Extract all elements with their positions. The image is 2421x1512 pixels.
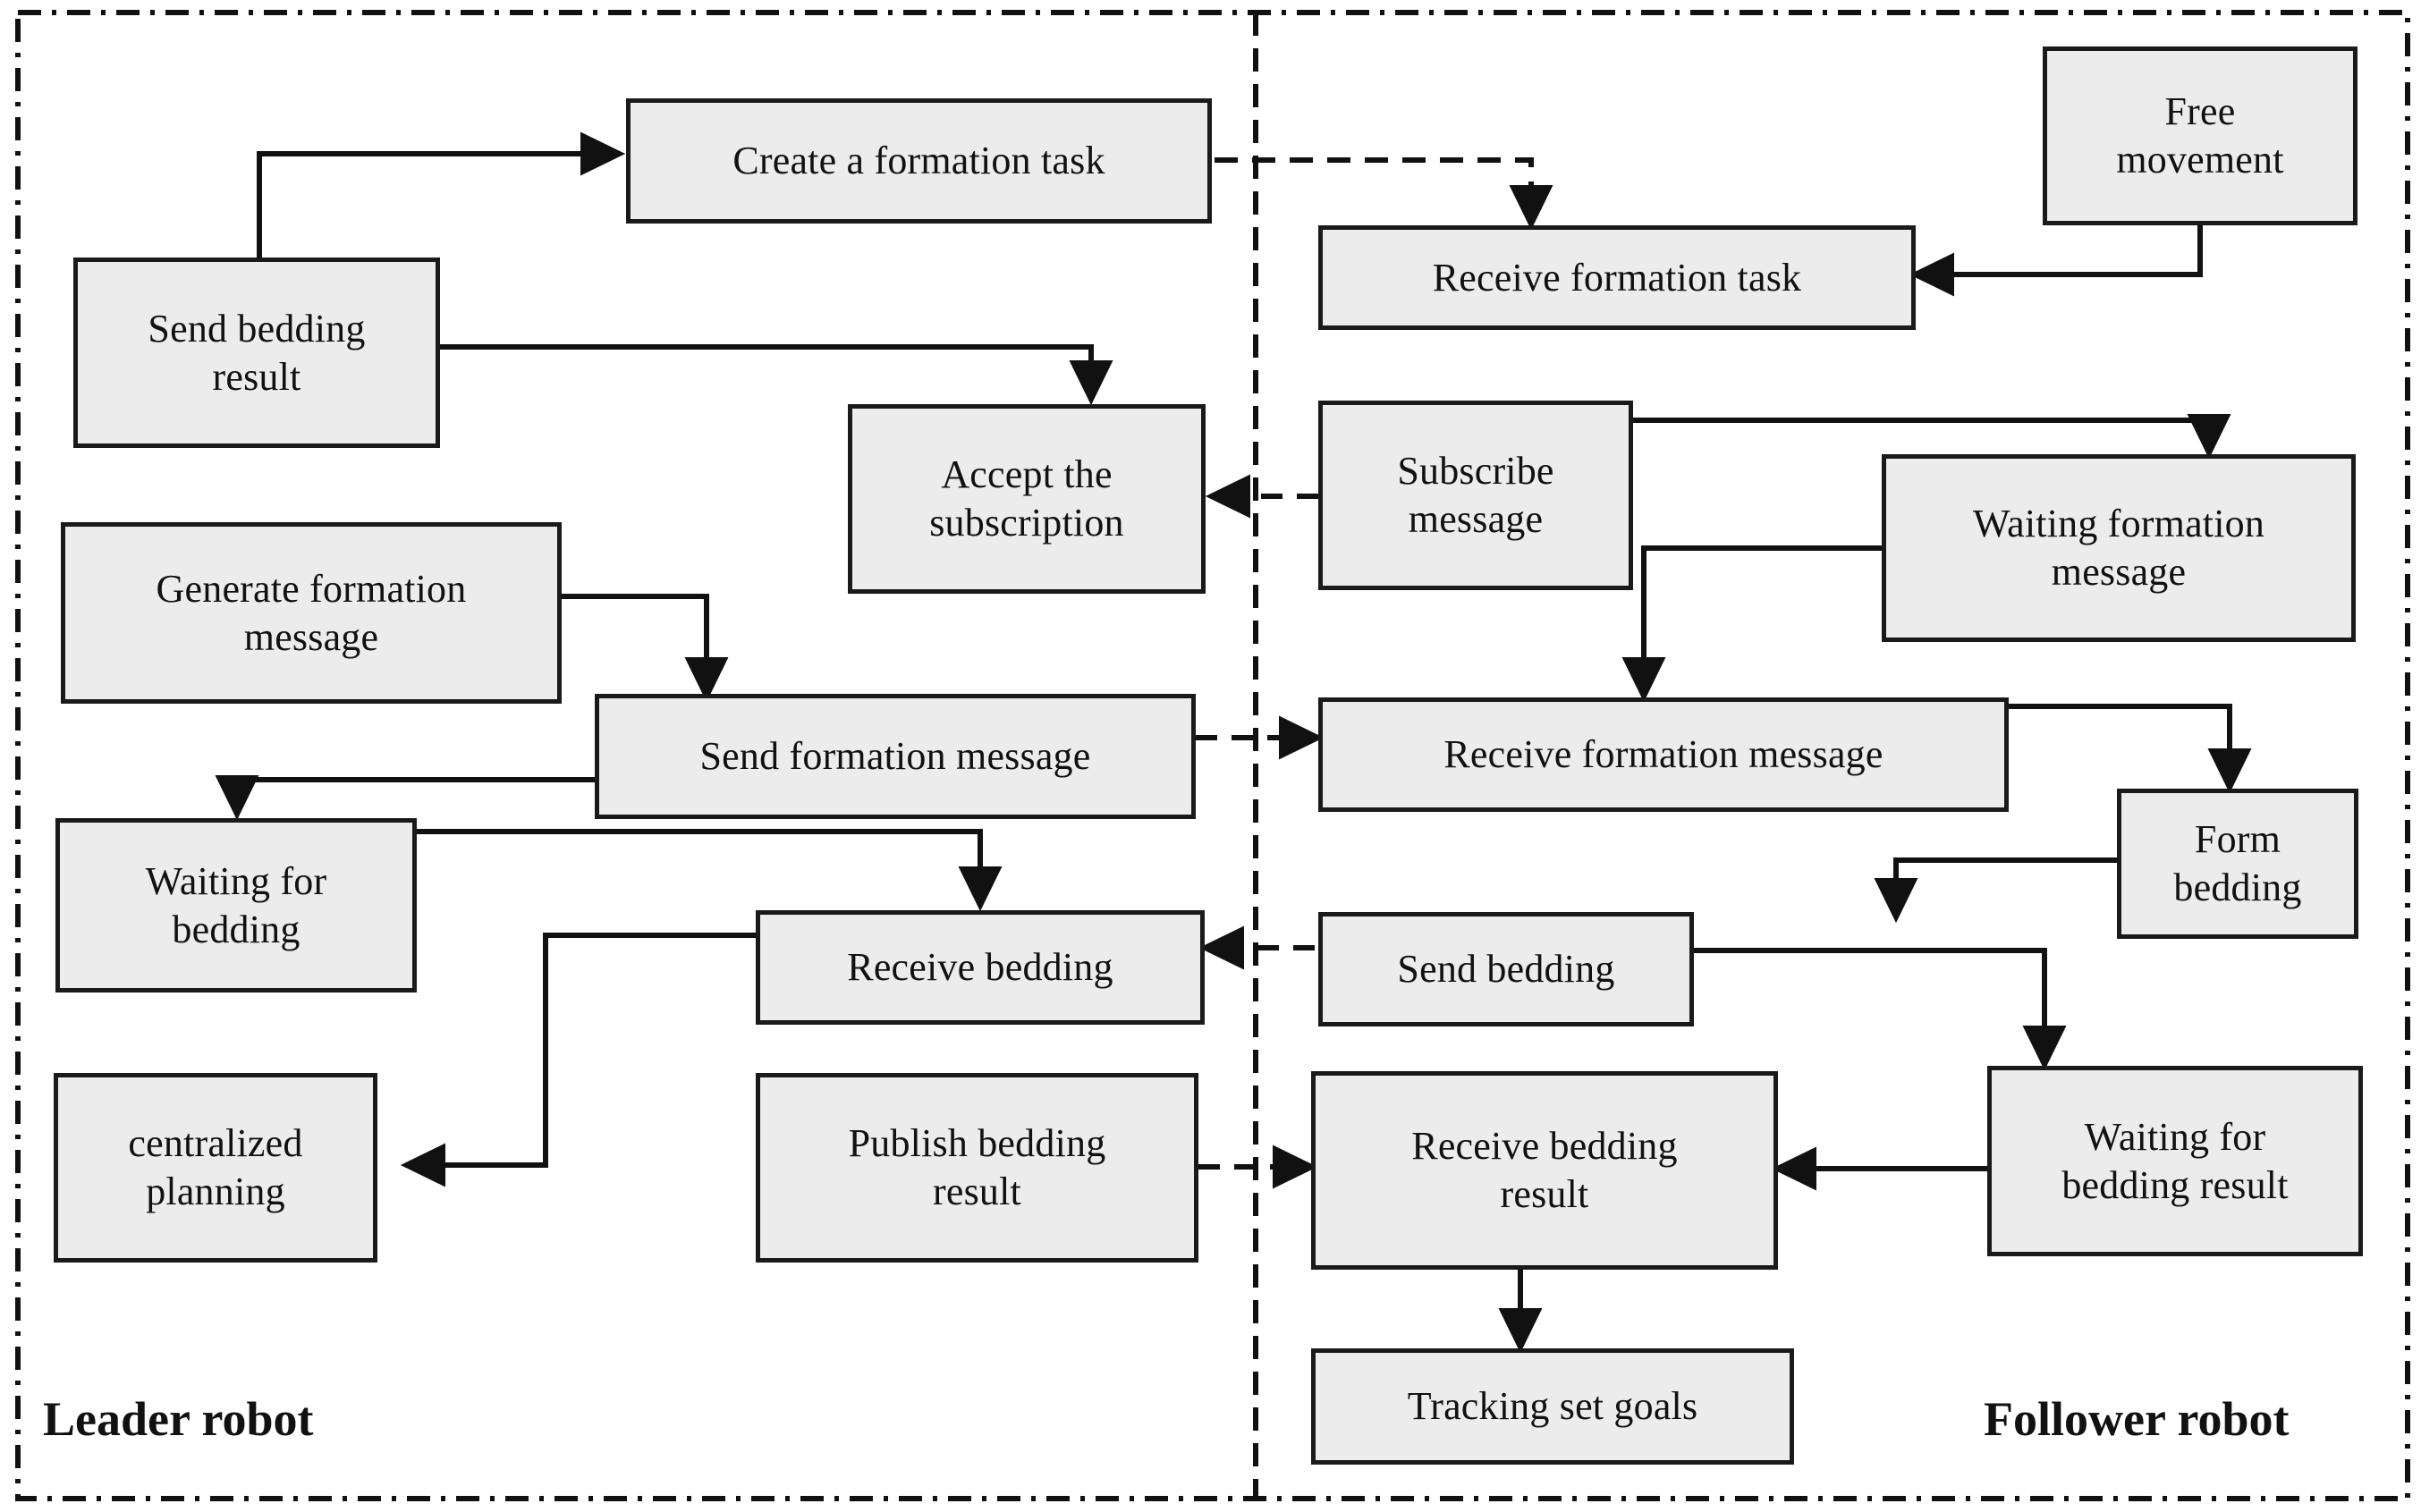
edge-form-bedding-to-send-bedding bbox=[1874, 857, 2117, 924]
node-send-formation-message[interactable]: Send formation message bbox=[595, 694, 1196, 819]
node-create-a-formation-task[interactable]: Create a formation task bbox=[626, 98, 1212, 224]
edge-subscribe-message-to-waiting-formation-message bbox=[1633, 413, 2231, 460]
node-receive-formation-message[interactable]: Receive formation message bbox=[1318, 697, 2009, 812]
node-label: Create a formation task bbox=[732, 139, 1105, 183]
node-label: Receive formation message bbox=[1443, 732, 1883, 777]
node-label: Receive formation task bbox=[1432, 255, 1802, 300]
edge-generate-formation-message-to-send-formation-message bbox=[562, 594, 729, 703]
node-label: Receive bedding bbox=[847, 945, 1113, 990]
edge-send-bedding-result-to-accept-subscription bbox=[440, 344, 1113, 406]
edge-receive-bedding-to-centralized-planning bbox=[400, 933, 756, 1187]
edge-waiting-for-bedding-to-receive-bedding bbox=[411, 829, 1003, 912]
node-label: Send formation message bbox=[699, 734, 1091, 779]
edge-create-task-to-receive-task bbox=[1215, 157, 1553, 231]
node-receive-bedding[interactable]: Receive bedding bbox=[756, 910, 1205, 1025]
lane-label-follower-robot: Follower robot bbox=[1984, 1391, 2289, 1447]
node-receive-formation-task[interactable]: Receive formation task bbox=[1318, 225, 1916, 330]
edge-send-bedding-to-waiting-bedding-result bbox=[1692, 948, 2067, 1071]
node-tracking-set-goals[interactable]: Tracking set goals bbox=[1311, 1348, 1794, 1465]
node-label: Tracking set goals bbox=[1407, 1384, 1698, 1429]
lane-label-text: Leader robot bbox=[43, 1392, 314, 1446]
edge-send-formation-message-to-waiting-for-bedding bbox=[215, 774, 596, 821]
lane-label-text: Follower robot bbox=[1984, 1392, 2290, 1446]
node-label: Send bedding bbox=[1397, 947, 1615, 992]
edge-free-movement-to-receive-task bbox=[1909, 225, 2203, 297]
edge-waiting-formation-message-to-receive-formation-message bbox=[1621, 545, 1887, 703]
node-send-bedding[interactable]: Send bedding bbox=[1318, 912, 1694, 1026]
lane-label-leader-robot: Leader robot bbox=[43, 1391, 313, 1447]
edge-send-bedding-result-to-create-task bbox=[257, 131, 626, 258]
outer-boundary bbox=[15, 10, 2410, 1501]
edge-receive-formation-message-to-form-bedding bbox=[2005, 704, 2252, 794]
